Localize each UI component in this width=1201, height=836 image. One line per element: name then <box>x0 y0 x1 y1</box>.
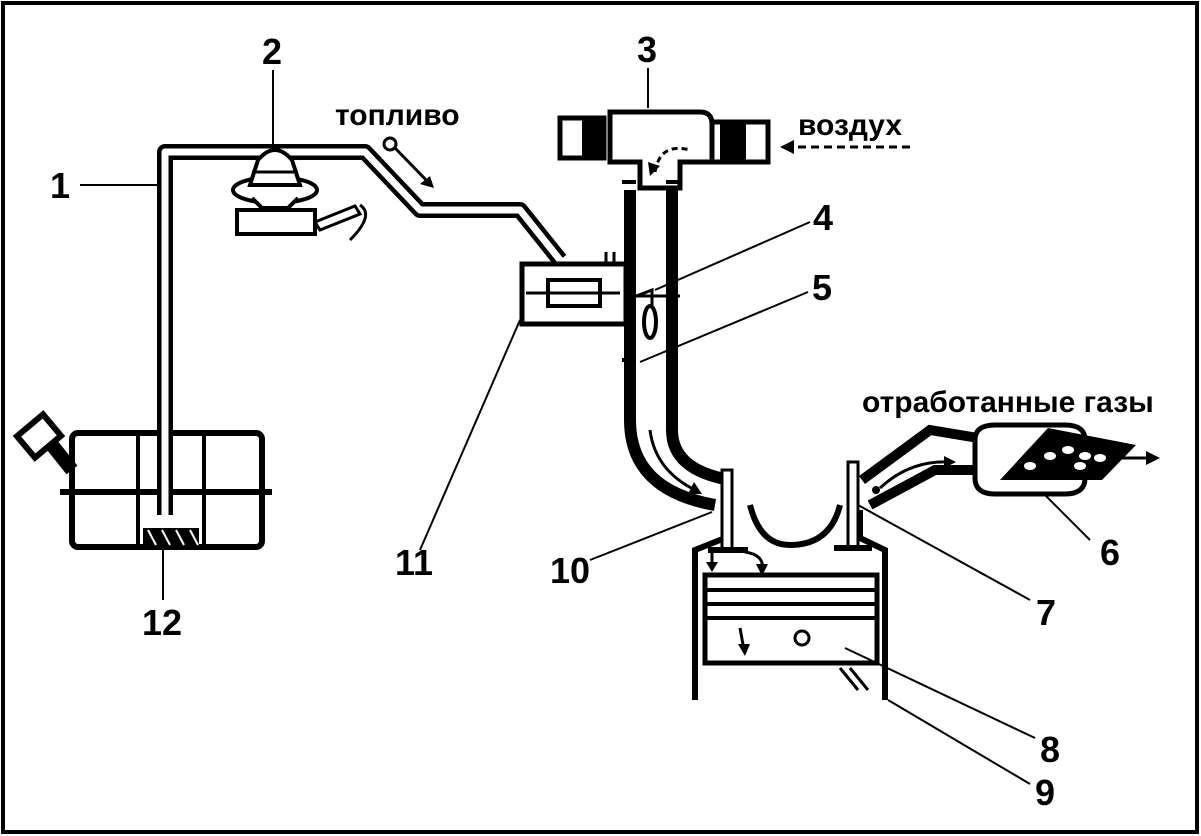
intake-manifold <box>624 190 732 511</box>
injector-control-unit <box>519 252 654 327</box>
callout-10: 10 <box>550 550 590 591</box>
exhaust-pipe <box>859 424 991 510</box>
callout-7: 7 <box>1036 592 1056 633</box>
air-flow-arrow <box>780 140 910 154</box>
intake-valve <box>708 468 748 553</box>
callout-2: 2 <box>262 31 282 72</box>
leader-lines <box>80 68 1091 785</box>
throttle-valve <box>622 180 680 362</box>
callout-12: 12 <box>142 602 182 643</box>
air-label: воздух <box>798 109 902 142</box>
muffler <box>972 422 1160 497</box>
callout-9: 9 <box>1035 772 1055 813</box>
air-intake-housing <box>557 109 771 191</box>
callout-8: 8 <box>1040 729 1060 770</box>
callout-4: 4 <box>813 197 833 238</box>
callout-3: 3 <box>637 29 657 70</box>
fuel-flow-arrow <box>382 136 434 188</box>
piston <box>702 550 880 691</box>
callout-5: 5 <box>812 267 832 308</box>
fuel-pump <box>231 148 368 242</box>
callout-11: 11 <box>395 542 433 583</box>
fuel-label: топливо <box>335 99 460 132</box>
callout-6: 6 <box>1100 532 1120 573</box>
exhaust-label: отработанные газы <box>862 386 1154 419</box>
fuel-line <box>157 144 567 515</box>
callout-1: 1 <box>50 165 70 206</box>
